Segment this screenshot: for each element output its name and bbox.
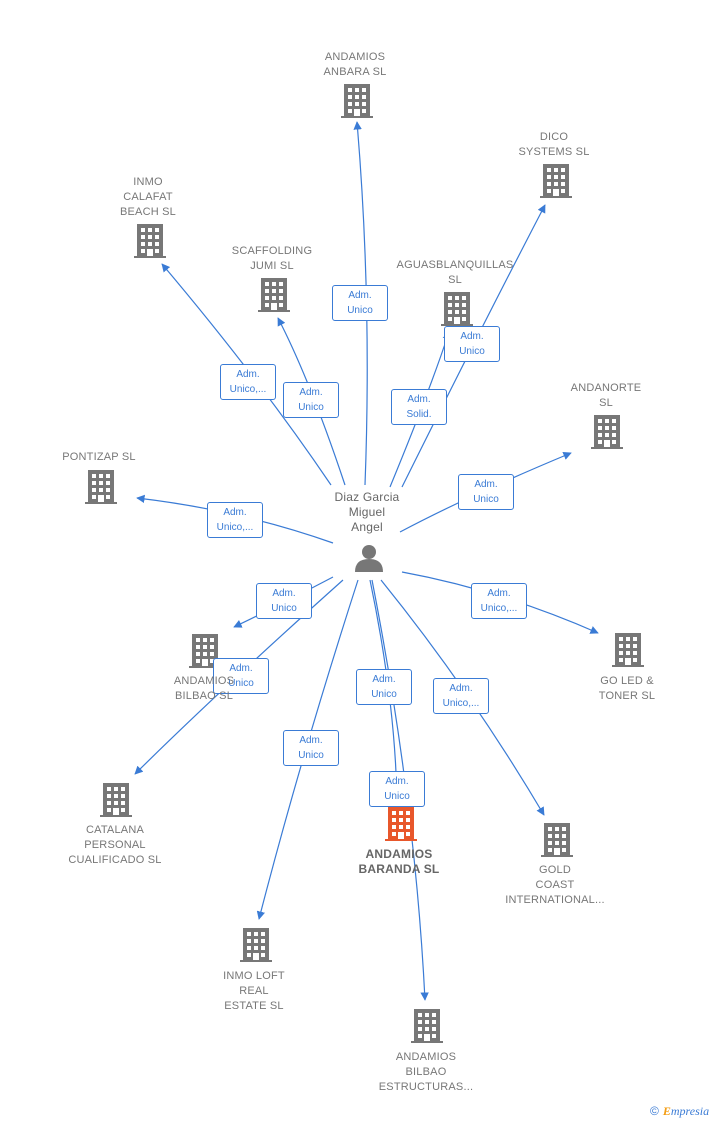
node-label-scaffolding-jumi[interactable]: SCAFFOLDING JUMI SL [231, 245, 313, 272]
node-label-inmo-calafat[interactable]: INMO CALAFAT BEACH SL [119, 176, 176, 218]
andanorte-building-icon[interactable] [591, 415, 623, 449]
node-label-andamios-baranda[interactable]: ANDAMIOS BARANDA SL [358, 847, 440, 876]
pontizap-building-icon[interactable] [85, 470, 117, 504]
scaffolding-jumi-building-icon[interactable] [258, 278, 290, 312]
brand-initial: E [662, 1104, 671, 1118]
node-label-aguasblanquillas[interactable]: AGUASBLANQUILLAS SL [396, 259, 514, 286]
person-icon[interactable] [355, 545, 383, 572]
edge-label-pontizap[interactable]: Adm. Unico,... [207, 502, 263, 538]
edge-label-andamios-bilbao-estructuras[interactable]: Adm. Unico [369, 771, 425, 807]
edge-label-inmo-calafat[interactable]: Adm. Unico,... [220, 364, 276, 400]
node-label-andamios-bilbao-estructuras[interactable]: ANDAMIOS BILBAO ESTRUCTURAS... [378, 1051, 474, 1093]
inmo-loft-building-icon[interactable] [240, 928, 272, 962]
brand-name: mpresia [670, 1104, 710, 1118]
andamios-anbara-building-icon[interactable] [341, 84, 373, 118]
edge-label-dico-systems[interactable]: Adm. Unico [444, 326, 500, 362]
node-label-inmo-loft[interactable]: INMO LOFT REAL ESTATE SL [223, 970, 285, 1012]
andamios-bilbao-estructuras-building-icon[interactable] [411, 1009, 443, 1043]
edge-label-andanorte[interactable]: Adm. Unico [458, 474, 514, 510]
copyright-symbol: © [650, 1104, 659, 1118]
empresia-logo[interactable]: ©Empresia [650, 1104, 709, 1119]
aguasblanquillas-building-icon[interactable] [441, 292, 473, 326]
edge-label-catalana[interactable]: Adm. Unico [213, 658, 269, 694]
node-label-pontizap[interactable]: PONTIZAP SL [62, 451, 136, 463]
catalana-building-icon[interactable] [100, 783, 132, 817]
node-label-catalana[interactable]: CATALANA PERSONAL CUALIFICADO SL [68, 824, 162, 866]
node-label-andanorte[interactable]: ANDANORTE SL [570, 382, 642, 409]
nodes-layer [85, 84, 644, 1043]
edge-label-andamios-anbara[interactable]: Adm. Unico [332, 285, 388, 321]
edge-label-gold-coast[interactable]: Adm. Unico,... [433, 678, 489, 714]
edge-label-go-led[interactable]: Adm. Unico,... [471, 583, 527, 619]
node-label-dico-systems[interactable]: DICO SYSTEMS SL [518, 131, 590, 158]
go-led-building-icon[interactable] [612, 633, 644, 667]
node-label-gold-coast[interactable]: GOLD COAST INTERNATIONAL... [505, 864, 605, 906]
edge-label-inmo-loft[interactable]: Adm. Unico [283, 730, 339, 766]
center-person-name[interactable]: Diaz Garcia Miguel Angel [334, 490, 400, 534]
node-label-andamios-anbara[interactable]: ANDAMIOS ANBARA SL [323, 51, 387, 78]
node-label-go-led[interactable]: GO LED & TONER SL [598, 675, 656, 702]
edge-label-andamios-bilbao-sl[interactable]: Adm. Unico [256, 583, 312, 619]
andamios-baranda-building-icon[interactable] [385, 807, 417, 841]
dico-systems-building-icon[interactable] [540, 164, 572, 198]
node-label-andamios-bilbao-sl[interactable]: ANDAMIOS BILBAO SL [173, 675, 235, 702]
edge-label-aguasblanquillas[interactable]: Adm. Solid. [391, 389, 447, 425]
gold-coast-building-icon[interactable] [541, 823, 573, 857]
edge-label-andamios-baranda[interactable]: Adm. Unico [356, 669, 412, 705]
inmo-calafat-building-icon[interactable] [134, 224, 166, 258]
edge-label-scaffolding-jumi[interactable]: Adm. Unico [283, 382, 339, 418]
